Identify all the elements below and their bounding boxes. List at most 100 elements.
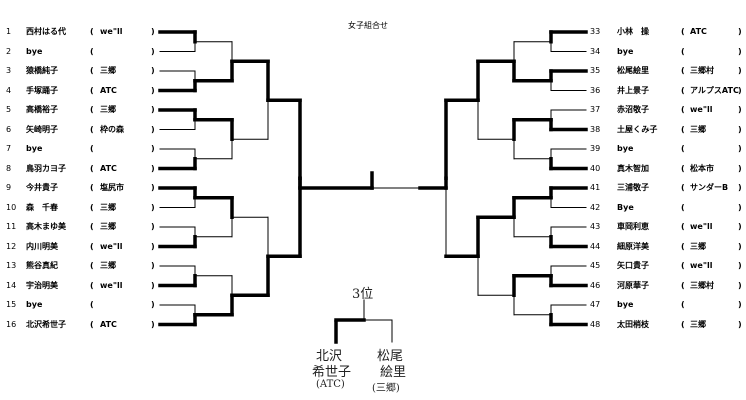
team-open-paren: (	[681, 241, 685, 251]
player-name: 宇治明美	[26, 280, 58, 290]
player-name: 小林 操	[617, 27, 649, 36]
player-name: 河原華子	[617, 280, 649, 290]
team-close-paren: )	[738, 300, 742, 309]
team-name: we"ll	[690, 261, 713, 270]
team-name: サンダーB	[690, 183, 729, 192]
team-open-paren: (	[681, 85, 685, 95]
entry-number: 12	[6, 241, 17, 251]
entry-number: 39	[590, 144, 601, 153]
player-name: bye	[26, 46, 43, 56]
team-close-paren: )	[738, 280, 742, 290]
player-name: Bye	[617, 202, 634, 212]
team-close-paren: )	[151, 319, 155, 329]
entry-number: 48	[590, 319, 601, 329]
third-place-label: 3位	[352, 287, 374, 302]
team-name: ATC	[690, 27, 707, 36]
entry-number: 47	[590, 300, 601, 309]
team-open-paren: (	[681, 183, 685, 192]
team-name: 三郷	[100, 202, 116, 212]
entry-number: 36	[590, 85, 601, 95]
team-close-paren: )	[738, 27, 742, 36]
team-close-paren: )	[738, 124, 742, 134]
team-close-paren: )	[151, 300, 155, 309]
entry-number: 5	[6, 105, 12, 114]
entry-number: 45	[590, 261, 601, 270]
player-name: bye	[617, 46, 634, 56]
team-name: we"ll	[100, 280, 123, 290]
team-close-paren: )	[151, 202, 155, 212]
team-name: 三郷	[100, 261, 116, 270]
team-open-paren: (	[681, 124, 685, 134]
entry-number: 7	[6, 144, 12, 153]
team-open-paren: (	[681, 163, 685, 173]
team-open-paren: (	[90, 144, 94, 153]
team-open-paren: (	[681, 105, 685, 114]
team-close-paren: )	[151, 105, 155, 114]
entry-number: 14	[6, 280, 17, 290]
team-open-paren: (	[90, 124, 94, 134]
entry-number: 11	[6, 222, 17, 231]
entry-number: 3	[6, 66, 12, 75]
team-name: 三郷	[100, 66, 116, 75]
team-open-paren: (	[681, 222, 685, 231]
team-open-paren: (	[90, 105, 94, 114]
third-place-left-team: (ATC)	[316, 379, 345, 390]
entry-number: 6	[6, 124, 12, 134]
player-name: 三浦敬子	[617, 183, 649, 192]
team-open-paren: (	[90, 241, 94, 251]
team-open-paren: (	[681, 280, 685, 290]
team-name: 三郷	[690, 319, 706, 329]
team-close-paren: )	[151, 163, 155, 173]
player-name: bye	[26, 144, 43, 153]
third-place-left-name-1: 北沢	[316, 349, 343, 364]
team-open-paren: (	[90, 261, 94, 270]
team-close-paren: )	[738, 105, 742, 114]
entry-number: 41	[590, 183, 601, 192]
entry-number: 1	[6, 27, 12, 36]
team-open-paren: (	[681, 144, 685, 153]
team-close-paren: )	[151, 66, 155, 75]
team-open-paren: (	[90, 319, 94, 329]
third-place-right-name-2: 絵里	[380, 365, 407, 380]
player-name: 今井貴子	[26, 183, 58, 192]
team-open-paren: (	[681, 46, 685, 56]
player-name: 車岡利恵	[617, 222, 649, 231]
team-close-paren: )	[151, 183, 155, 192]
team-close-paren: )	[738, 241, 742, 251]
team-open-paren: (	[681, 261, 685, 270]
team-open-paren: (	[90, 163, 94, 173]
team-open-paren: (	[90, 202, 94, 212]
player-name: 高橋裕子	[26, 105, 58, 114]
team-close-paren: )	[151, 46, 155, 56]
entry-number: 16	[6, 319, 17, 329]
team-close-paren: )	[738, 66, 742, 75]
team-open-paren: (	[90, 66, 94, 75]
team-name: we"ll	[100, 27, 123, 36]
player-name: 手塚踊子	[26, 85, 58, 95]
team-open-paren: (	[90, 183, 94, 192]
entry-number: 37	[590, 105, 601, 114]
entry-number: 38	[590, 124, 601, 134]
team-close-paren: )	[738, 144, 742, 153]
third-place-right-name-1: 松尾	[377, 349, 404, 364]
team-name: 枠の森	[100, 124, 124, 134]
entry-number: 10	[6, 202, 17, 212]
third-place-right-team: (三郷)	[372, 383, 400, 394]
player-name: 内川明美	[26, 241, 58, 251]
team-close-paren: )	[738, 261, 742, 270]
entry-number: 44	[590, 241, 601, 251]
team-name: 三郷	[100, 222, 116, 231]
entry-number: 43	[590, 222, 601, 231]
team-open-paren: (	[681, 300, 685, 309]
player-name: 土屋くみ子	[617, 124, 658, 134]
team-open-paren: (	[90, 300, 94, 309]
player-name: 矢崎明子	[26, 124, 58, 134]
team-close-paren: )	[151, 280, 155, 290]
team-name: アルプスATC	[690, 85, 739, 95]
team-close-paren: )	[151, 27, 155, 36]
player-name: bye	[617, 144, 634, 153]
player-name: 熊谷真紀	[26, 261, 58, 270]
team-close-paren: )	[738, 85, 742, 95]
